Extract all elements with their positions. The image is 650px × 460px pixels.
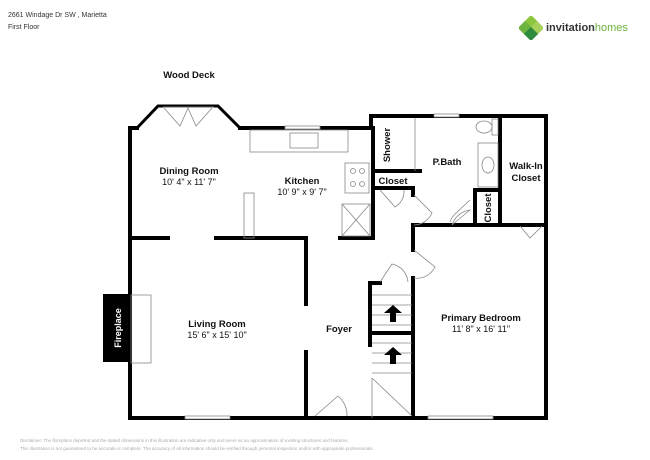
logo-word-2: homes [594, 22, 628, 34]
kitchen-dims: 10' 9" x 9' 7" [277, 187, 326, 197]
logo-word-1: invitation [546, 22, 595, 34]
shower-label: Shower [382, 128, 393, 163]
primary-bedroom-dims: 11' 8" x 16' 11" [452, 324, 510, 334]
walkin-closet-label-2: Closet [511, 173, 541, 184]
dining-room-label: Dining Room [159, 166, 218, 177]
fireplace [103, 294, 130, 362]
disclaimer-line-2: This illustration is not guaranteed to b… [20, 446, 374, 451]
closet-label-2: Closet [483, 193, 494, 223]
disclaimer-line-1: Disclaimer: The floorplans depicted and … [20, 438, 349, 443]
walkin-closet-label-1: Walk-In [509, 161, 543, 172]
foyer-label: Foyer [326, 324, 352, 335]
fixtures [130, 106, 543, 420]
walls [128, 114, 548, 420]
floor-label: First Floor [8, 24, 40, 31]
closet-label: Closet [378, 176, 408, 187]
kitchen-label: Kitchen [285, 176, 320, 187]
living-room-label: Living Room [188, 319, 246, 330]
logo-mark-icon [519, 16, 543, 40]
bay-window [135, 104, 242, 130]
address: 2661 Windage Dr SW , Marietta [8, 12, 107, 19]
brand-logo: invitationhomes [519, 16, 628, 40]
pbath-label: P.Bath [433, 157, 462, 168]
primary-bedroom-label: Primary Bedroom [441, 313, 521, 324]
fireplace-label: Fireplace [113, 308, 123, 348]
dining-room-dims: 10' 4" x 11' 7" [162, 177, 216, 187]
stair-arrows [384, 305, 402, 364]
wood-deck-label: Wood Deck [163, 70, 215, 81]
living-room-dims: 15' 6" x 15' 10" [187, 330, 246, 340]
